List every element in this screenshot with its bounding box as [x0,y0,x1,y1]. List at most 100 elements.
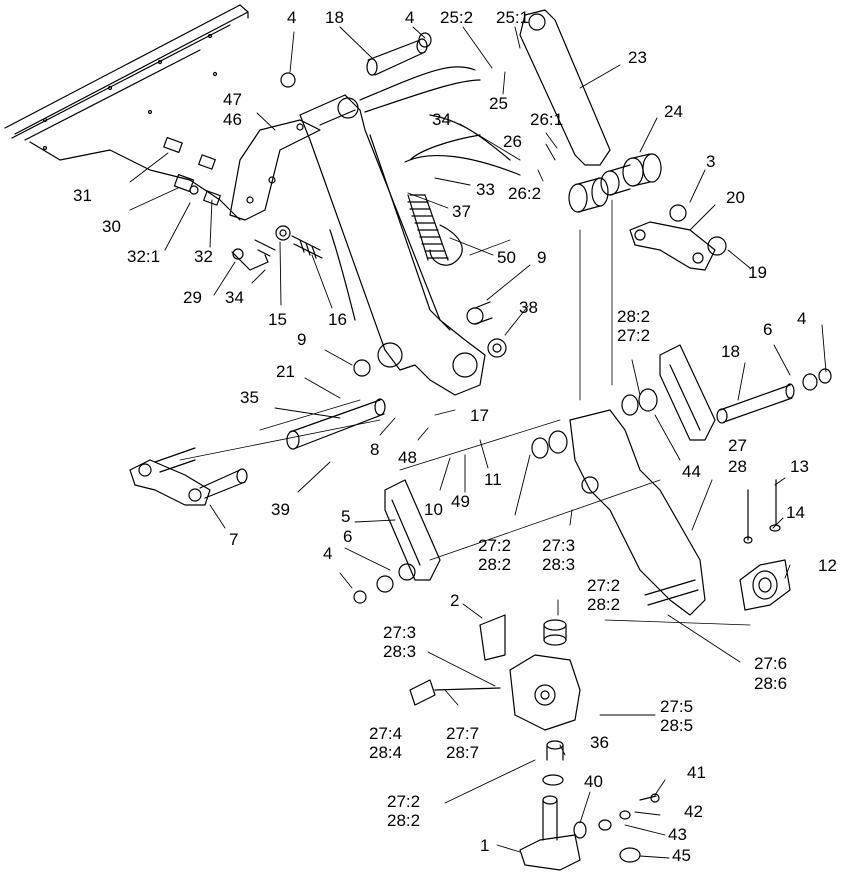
callout-14: 14 [786,503,805,522]
callout-35: 35 [240,388,259,407]
callout-43: 43 [668,825,687,844]
callout-15: 15 [268,310,287,329]
frame-rail [4,4,249,221]
callout-45: 45 [672,846,691,865]
callout-28: 28 [728,457,747,476]
callout-28-7: 28:7 [446,743,480,762]
callout-26-2: 26:2 [508,184,542,203]
callout-20: 20 [726,188,745,207]
callout-42: 42 [684,802,703,821]
callout-12: 12 [818,556,837,575]
callout-27: 27 [728,436,747,455]
hydraulic-hoses [329,66,521,321]
callout-27-3: 27:3 [542,536,576,555]
callout-27-3: 27:3 [383,623,417,642]
callout-27-2: 27:2 [587,576,621,595]
link-23 [519,9,611,166]
callout-27-4: 27:4 [369,724,403,743]
callout-41: 41 [687,763,706,782]
callout-4: 4 [405,8,415,27]
callout-32-1: 32:1 [127,247,161,266]
callout-46: 46 [223,110,242,129]
steering-assembly [409,614,660,871]
callout-27-7: 27:7 [446,724,480,743]
link-5 [353,479,441,604]
plate-20 [629,204,727,271]
pins [280,32,832,450]
callout-4: 4 [797,309,807,328]
callout-28-6: 28:6 [754,674,788,693]
callout-31: 31 [73,186,92,205]
spring-50 [407,194,449,261]
callout-6: 6 [343,527,353,546]
pedal-arm-27-28 [531,388,706,616]
plate-7 [129,447,248,506]
fittings-15-16 [231,225,323,271]
callout-37: 37 [452,202,471,221]
callout-40: 40 [584,772,603,791]
callout-21: 21 [276,362,295,381]
bracket-12 [739,479,791,611]
callout-34: 34 [225,288,244,307]
callout-30: 30 [102,217,121,236]
callout-27-5: 27:5 [660,697,694,716]
callout-13: 13 [790,457,809,476]
callout-38: 38 [519,298,538,317]
callout-44: 44 [682,462,701,481]
callout-25: 25 [489,94,508,113]
callout-8: 8 [370,440,380,459]
callout-28-4: 28:4 [369,743,403,762]
callout-9: 9 [537,248,547,267]
callout-49: 49 [451,492,470,511]
guide-lines [179,199,751,626]
callout-17: 17 [470,406,489,425]
callout-9: 9 [297,330,307,349]
main-arm [299,94,486,396]
callout-28-5: 28:5 [660,716,694,735]
callout-26-1: 26:1 [530,110,564,129]
fittings-31-32 [163,136,221,206]
callout-27-2: 27:2 [617,326,651,345]
callout-28-2: 28:2 [587,595,621,614]
callout-34: 34 [432,110,451,129]
callout-10: 10 [424,500,443,519]
callout-28-2: 28:2 [387,811,421,830]
callout-2: 2 [450,591,460,610]
callout-33: 33 [476,180,495,199]
callout-27-2: 27:2 [478,536,512,555]
callout-32: 32 [194,247,213,266]
callout-7: 7 [229,530,239,549]
callout-48: 48 [398,448,417,467]
callout-29: 29 [183,288,202,307]
callout-4: 4 [287,8,297,27]
callout-24: 24 [664,102,683,121]
callout-28-3: 28:3 [542,555,576,574]
callout-5: 5 [341,507,351,526]
callout-27-6: 27:6 [754,654,788,673]
callout-11: 11 [484,470,502,489]
callout-19: 19 [748,263,767,282]
callout-25-2: 25:2 [440,8,474,27]
callout-16: 16 [328,310,347,329]
bracket-46-47 [229,119,321,221]
callout-39: 39 [271,500,290,519]
callout-28-3: 28:3 [383,642,417,661]
callout-18: 18 [325,8,344,27]
callout-1: 1 [480,836,490,855]
callout-47: 47 [223,90,242,109]
bushings-24 [568,153,662,213]
callout-3: 3 [706,152,716,171]
callout-4: 4 [323,544,333,563]
callout-28-2: 28:2 [617,307,651,326]
link-right [659,344,716,441]
callout-23: 23 [628,48,647,67]
callout-28-2: 28:2 [478,555,512,574]
callout-25-1: 25:1 [496,8,530,27]
callout-26: 26 [503,132,522,151]
callout-27-2: 27:2 [387,792,421,811]
leader-lines [129,26,827,859]
callout-6: 6 [763,320,773,339]
callout-36: 36 [590,733,609,752]
